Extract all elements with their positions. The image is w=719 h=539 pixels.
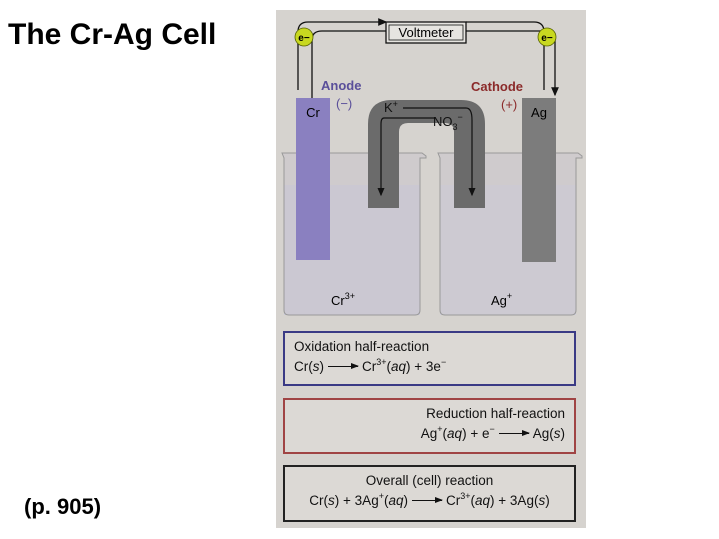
page-reference: (p. 905) [24,494,102,519]
cell-diagram: Voltmeter e− e− Anode (−) Cathode (+) Cr [281,18,583,316]
ag-ion-label: Ag+ [491,291,512,308]
oxidation-title: Oxidation half-reaction [294,339,430,354]
reaction-arrow-icon [412,497,443,503]
reaction-arrow-icon [498,430,530,436]
oxidation-half-reaction-box: Oxidation half-reaction Cr(s)Cr3+(aq) + … [283,331,576,386]
galvanic-cell-figure: Voltmeter e− e− Anode (−) Cathode (+) Cr [276,10,586,528]
anode-label: Anode [321,78,361,93]
salt-bridge: K+ NO3− [368,99,485,208]
overall-reaction-box: Overall (cell) reaction Cr(s) + 3Ag+(aq)… [283,465,576,522]
cr-electrode: Cr [296,98,330,260]
electron-icon: e− [537,27,557,47]
cathode-label: Cathode [471,79,523,94]
reduction-equation: Ag+(aq) + e−Ag(s) [420,424,565,442]
reduction-half-reaction-box: Reduction half-reaction Ag+(aq) + e−Ag(s… [283,398,576,454]
svg-text:Ag: Ag [531,105,547,120]
svg-text:e−: e− [298,33,310,44]
voltmeter: Voltmeter [385,21,467,44]
anode-sign: (−) [336,96,352,111]
cathode-sign: (+) [501,97,517,112]
overall-title: Overall (cell) reaction [365,473,494,488]
reaction-arrow-icon [328,363,359,369]
svg-text:Cr: Cr [306,105,320,120]
overall-equation: Cr(s) + 3Ag+(aq)Cr3+(aq) + 3Ag(s) [309,491,550,509]
reduction-title: Reduction half-reaction [426,406,565,421]
svg-text:e−: e− [541,33,553,44]
cation-label: K+ [384,99,398,115]
slide-title: The Cr-Ag Cell [8,18,217,51]
oxidation-equation: Cr(s)Cr3+(aq) + 3e− [294,357,447,375]
electron-icon: e− [294,27,314,47]
cr-ion-label: Cr3+ [331,291,355,308]
ag-electrode: Ag [522,98,556,262]
anion-label: NO3− [433,112,463,132]
svg-text:Voltmeter: Voltmeter [399,25,455,40]
